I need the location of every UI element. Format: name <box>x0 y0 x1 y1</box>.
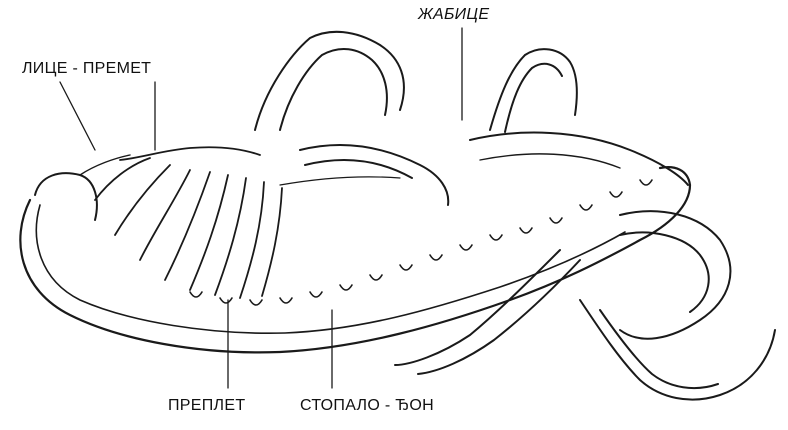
sole-outline <box>20 167 690 352</box>
lace-loops <box>190 180 652 305</box>
weave-ribs <box>80 147 282 298</box>
heel-rim <box>470 133 688 185</box>
label-weave: ПРЕПЛЕТ <box>168 397 245 415</box>
leader-face-vamp <box>60 82 95 150</box>
heel-inner <box>480 154 620 168</box>
label-straps: ЖАБИЦЕ <box>418 6 489 24</box>
label-sole: СТОПАЛО - ЂОН <box>300 397 434 415</box>
sole-inner-edge <box>36 205 625 333</box>
toe-cap <box>35 173 97 220</box>
label-face-vamp: ЛИЦЕ - ПРЕМЕТ <box>22 60 151 78</box>
footbed-line <box>280 177 400 185</box>
straps <box>255 32 775 400</box>
